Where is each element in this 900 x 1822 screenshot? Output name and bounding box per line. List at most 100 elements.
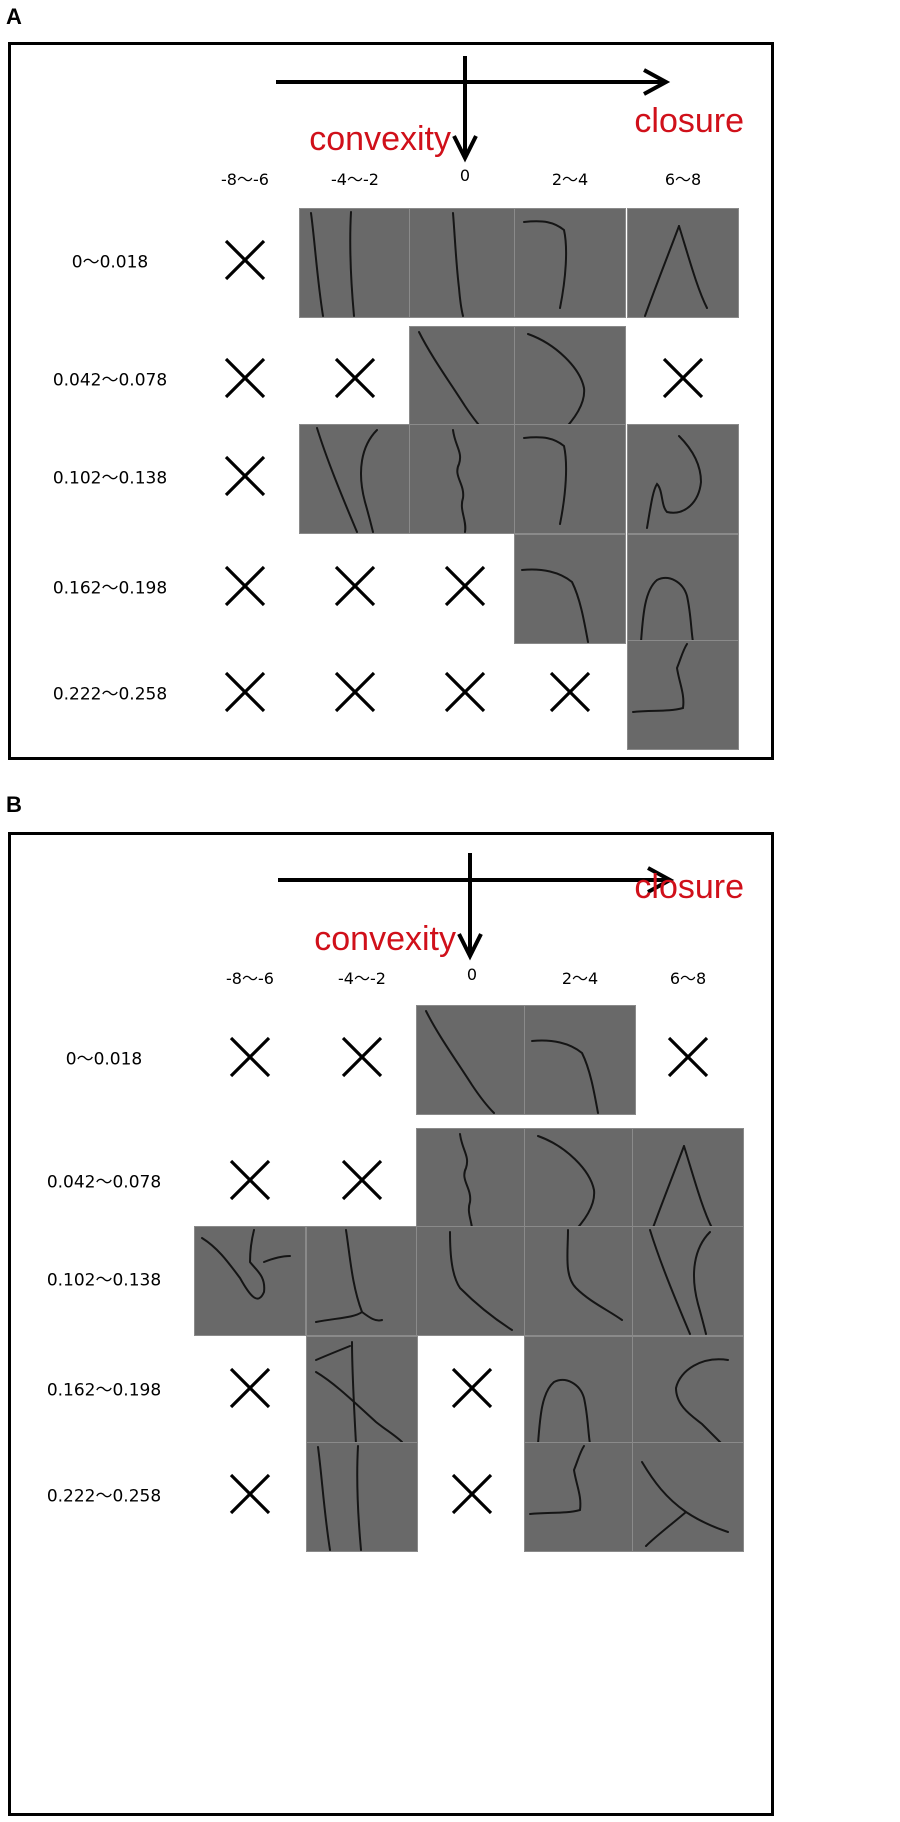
crack-foot-icon: [315, 1229, 383, 1323]
crack-branch-icon: [315, 1341, 403, 1445]
panel-frame: [8, 832, 774, 1816]
x-mark-icon: [333, 564, 377, 608]
crack-image-tile: [632, 1128, 744, 1238]
crack-step-icon: [529, 1445, 585, 1515]
crack-bracket-icon: [523, 220, 568, 309]
panel-letter-b: B: [6, 792, 22, 817]
convexity-label: convexity: [309, 120, 451, 158]
crack-elbow-icon: [449, 1231, 513, 1331]
crack-image-tile: [627, 208, 739, 318]
crack-image-tile: [514, 326, 626, 436]
crack-diagonal-icon: [418, 331, 488, 435]
crack-wiggle-icon: [452, 429, 467, 533]
row-header: 0.222〜0.258: [52, 684, 168, 705]
row-header: 0〜0.018: [71, 252, 149, 273]
x-mark-icon: [228, 1035, 272, 1079]
crack-image-tile: [299, 424, 411, 534]
crack-image-tile: [306, 1226, 418, 1336]
crack-image-tile: [524, 1226, 636, 1336]
crack-loop-right-icon: [674, 1358, 729, 1445]
x-mark-icon: [228, 1158, 272, 1202]
crack-bracket-icon: [523, 436, 568, 525]
x-mark-icon: [450, 1366, 494, 1410]
crack-image-tile: [524, 1128, 636, 1238]
x-mark-icon: [443, 564, 487, 608]
crack-arc-icon: [537, 1135, 596, 1237]
row-header: 0.102〜0.138: [46, 1270, 162, 1291]
x-mark-icon: [228, 1472, 272, 1516]
row-header: 0.042〜0.078: [46, 1172, 162, 1193]
crack-image-tile: [409, 208, 521, 318]
crack-image-tile: [514, 534, 626, 644]
closure-label: closure: [634, 868, 744, 906]
column-header: -4〜-2: [338, 969, 386, 988]
x-mark-icon: [223, 356, 267, 400]
crack-v-icon: [644, 225, 708, 317]
crack-image-tile: [524, 1336, 636, 1446]
crack-image-tile: [409, 326, 521, 436]
crack-image-tile: [299, 208, 411, 318]
crack-image-tile: [194, 1226, 306, 1336]
crack-image-tile: [627, 640, 739, 750]
panel-letter-a: A: [6, 4, 22, 29]
crack-image-tile: [632, 1442, 744, 1552]
column-header: 6〜8: [664, 170, 702, 189]
crack-corner-icon: [521, 568, 589, 643]
crack-chevron-icon: [641, 1461, 729, 1547]
x-mark-icon: [223, 564, 267, 608]
column-header: 0: [459, 166, 471, 185]
row-header: 0.222〜0.258: [46, 1486, 162, 1507]
x-mark-icon: [333, 356, 377, 400]
panel-frame: [8, 42, 774, 760]
crack-hook-icon: [646, 435, 703, 529]
crack-image-tile: [416, 1226, 528, 1336]
crack-wiggle-icon: [459, 1133, 474, 1237]
x-mark-icon: [548, 670, 592, 714]
crack-image-tile: [416, 1005, 528, 1115]
row-header: 0.102〜0.138: [52, 468, 168, 489]
column-header: -8〜-6: [226, 969, 274, 988]
column-header: -8〜-6: [221, 170, 269, 189]
x-mark-icon: [443, 670, 487, 714]
column-header: 0: [466, 965, 478, 984]
crack-image-tile: [627, 534, 739, 644]
crack-hook-open-icon: [566, 1229, 623, 1321]
row-header: 0.162〜0.198: [46, 1380, 162, 1401]
column-header: 2〜4: [561, 969, 599, 988]
convexity-label: convexity: [314, 920, 456, 958]
crack-curve-pair-icon: [316, 427, 378, 533]
crack-corner-icon: [531, 1039, 599, 1114]
crack-image-tile: [524, 1005, 636, 1115]
x-mark-icon: [450, 1472, 494, 1516]
crack-line-icon: [452, 212, 464, 317]
crack-image-tile: [514, 208, 626, 318]
crack-image-tile: [416, 1128, 528, 1238]
x-mark-icon: [228, 1366, 272, 1410]
x-mark-icon: [223, 238, 267, 282]
crack-image-tile: [524, 1442, 636, 1552]
closure-label: closure: [634, 102, 744, 140]
column-header: -4〜-2: [331, 170, 379, 189]
crack-v-icon: [649, 1145, 713, 1237]
crack-image-tile: [514, 424, 626, 534]
crack-two-lines-icon: [310, 211, 355, 317]
crack-loop-icon: [201, 1229, 291, 1300]
crack-cap-icon: [537, 1379, 591, 1445]
x-mark-icon: [340, 1035, 384, 1079]
crack-two-lines-icon: [317, 1445, 362, 1551]
crack-image-tile: [632, 1226, 744, 1336]
column-header: 2〜4: [551, 170, 589, 189]
x-mark-icon: [223, 670, 267, 714]
x-mark-icon: [666, 1035, 710, 1079]
x-mark-icon: [661, 356, 705, 400]
x-mark-icon: [223, 454, 267, 498]
crack-image-tile: [306, 1336, 418, 1446]
column-header: 6〜8: [669, 969, 707, 988]
row-header: 0.042〜0.078: [52, 370, 168, 391]
crack-image-tile: [632, 1336, 744, 1446]
crack-diagonal-icon: [425, 1010, 495, 1114]
row-header: 0.162〜0.198: [52, 578, 168, 599]
crack-cap-icon: [640, 577, 694, 643]
crack-curve-pair-icon: [649, 1229, 711, 1335]
crack-image-tile: [306, 1442, 418, 1552]
